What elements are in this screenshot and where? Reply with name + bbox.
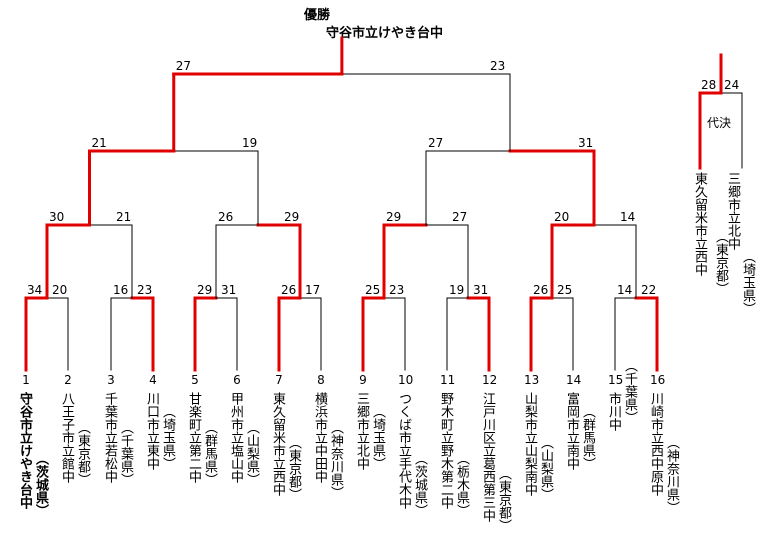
team-3-seed: 3	[107, 373, 115, 387]
team-14-prefecture: （群馬県）	[580, 405, 595, 470]
round1-2-right-score: 23	[137, 283, 153, 297]
team-3-name: 千葉市立若松中	[102, 392, 117, 483]
round1-5-left-score: 25	[365, 283, 381, 297]
team-8-name: 横浜市立中田中	[312, 392, 327, 483]
team-10-name: つくば市立手代木中	[396, 392, 411, 509]
champion-name: 守谷市立けやき台中	[326, 26, 444, 41]
team-15-prefecture: （千葉県）	[622, 358, 637, 424]
round1-8-right-score: 22	[641, 283, 657, 297]
team-2-seed: 2	[64, 373, 72, 387]
team-4-seed: 4	[149, 373, 157, 387]
team-14-seed: 14	[566, 373, 582, 387]
team-7-seed: 7	[275, 373, 283, 387]
team-3-prefecture: （千葉県）	[118, 420, 133, 486]
round1-5-right-score: 23	[389, 283, 405, 297]
semifinal-2-right-score: 31	[578, 136, 594, 150]
team-13-name: 山梨市立山梨南中	[522, 392, 537, 496]
quarterfinal-1-left-score: 30	[49, 210, 65, 224]
team-8-seed: 8	[317, 373, 325, 387]
team-16-seed: 16	[650, 373, 666, 387]
playoff-left-name: 東久留米市立西中	[692, 172, 707, 276]
quarterfinal-4-left-score: 20	[554, 210, 570, 224]
team-15-seed: 15	[608, 373, 624, 387]
round1-6-right-score: 31	[473, 283, 489, 297]
team-5-seed: 5	[191, 373, 199, 387]
team-9-name: 三郷市立北中	[354, 392, 369, 470]
team-4-name: 川口市立東中	[144, 392, 159, 470]
team-10-seed: 10	[398, 373, 414, 387]
team-1-seed: 1	[22, 373, 30, 387]
team-15-name: 市川中	[606, 392, 621, 431]
team-11-name: 野木町立野木第二中	[438, 392, 453, 509]
team-12-seed: 12	[482, 373, 498, 387]
team-6-seed: 6	[233, 373, 241, 387]
team-4-prefecture: （埼玉県）	[160, 405, 175, 470]
round1-7-right-score: 25	[557, 283, 573, 297]
team-12-name: 江戸川区立葛西第三中	[480, 392, 495, 522]
playoff-left-score: 28	[701, 78, 717, 92]
round1-6-left-score: 19	[449, 283, 465, 297]
team-13-prefecture: （山梨県）	[538, 436, 553, 501]
team-2-name: 八王子市立館中	[59, 392, 74, 483]
team-2-prefecture: （東京都）	[75, 420, 90, 486]
team-7-prefecture: （東京都）	[286, 436, 301, 501]
team-12-prefecture: （東京都）	[496, 467, 511, 532]
round1-4-right-score: 17	[305, 283, 321, 297]
champion-label: 優勝	[304, 8, 331, 23]
team-6-name: 甲州市立塩山中	[228, 392, 243, 483]
playoff-label: 代決	[707, 116, 732, 130]
round1-8-left-score: 14	[617, 283, 633, 297]
team-16-prefecture: （神奈川県）	[664, 436, 679, 514]
team-10-prefecture: （茨城県）	[412, 451, 427, 517]
team-16-name: 川崎市立西中原中	[648, 392, 663, 496]
round1-2-left-score: 16	[113, 283, 129, 297]
playoff-left-pref: （東京都）	[713, 230, 728, 295]
team-5-prefecture: （群馬県）	[202, 420, 217, 486]
semifinal-1-right-score: 19	[242, 136, 258, 150]
quarterfinal-3-right-score: 27	[452, 210, 468, 224]
playoff-right-name: 三郷市立北中	[725, 172, 740, 250]
team-1-prefecture: （茨城県）	[33, 451, 48, 517]
playoff-right-pref: （埼玉県）	[740, 250, 755, 315]
round1-3-right-score: 31	[221, 283, 237, 297]
quarterfinal-2-right-score: 29	[284, 210, 300, 224]
team-14-name: 富岡市立南中	[564, 392, 579, 470]
final-right-score: 23	[490, 59, 506, 73]
semifinal-2-left-score: 27	[428, 136, 444, 150]
playoff-right-score: 24	[724, 78, 740, 92]
quarterfinal-2-left-score: 26	[218, 210, 234, 224]
quarterfinal-1-right-score: 21	[116, 210, 132, 224]
round1-7-left-score: 26	[533, 283, 549, 297]
team-11-seed: 11	[440, 373, 456, 387]
team-9-prefecture: （埼玉県）	[370, 405, 385, 470]
team-13-seed: 13	[524, 373, 540, 387]
round1-1-left-score: 34	[27, 283, 43, 297]
quarterfinal-4-right-score: 14	[620, 210, 636, 224]
team-8-prefecture: （神奈川県）	[328, 420, 343, 499]
team-9-seed: 9	[359, 373, 367, 387]
round1-3-left-score: 29	[197, 283, 213, 297]
team-5-name: 甘楽町立第二中	[186, 392, 201, 483]
team-1-name: 守谷市立けやき台中	[17, 392, 32, 509]
team-7-name: 東久留米市立西中	[270, 392, 285, 496]
semifinal-1-left-score: 21	[91, 136, 107, 150]
team-6-prefecture: （山梨県）	[244, 420, 259, 486]
round1-4-left-score: 26	[281, 283, 297, 297]
final-left-score: 27	[175, 59, 192, 73]
team-11-prefecture: （栃木県）	[454, 451, 469, 517]
quarterfinal-3-left-score: 29	[386, 210, 402, 224]
round1-1-right-score: 20	[52, 283, 68, 297]
